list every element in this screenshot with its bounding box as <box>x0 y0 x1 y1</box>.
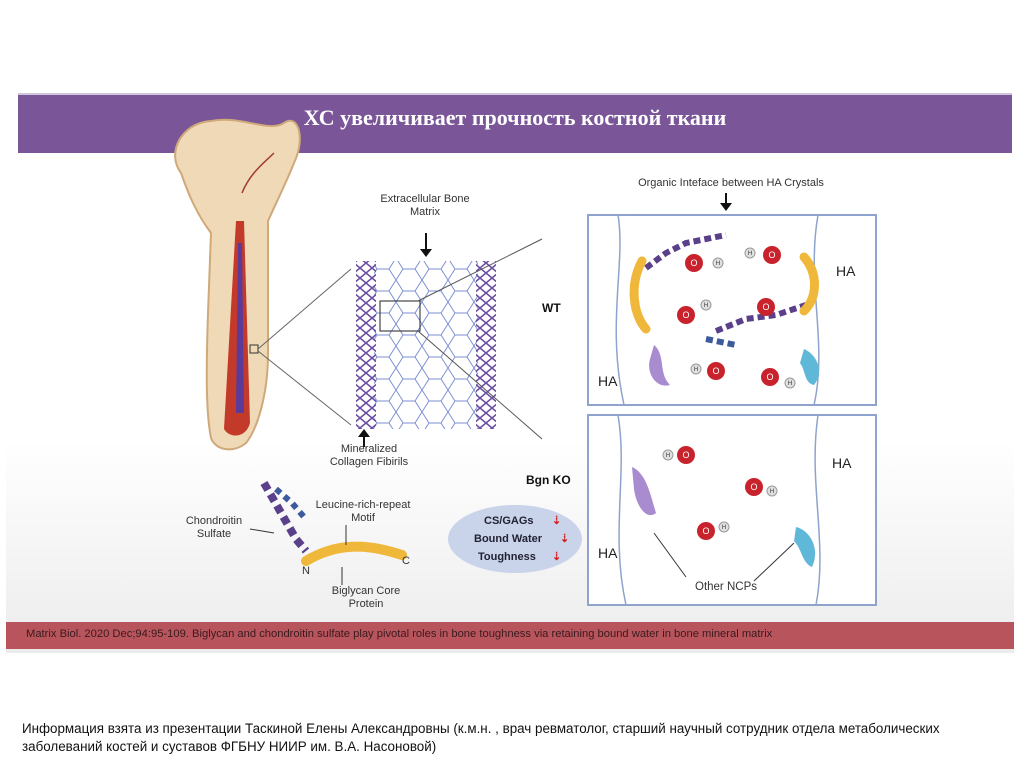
water-hydrogen-label: H <box>788 381 792 387</box>
lrr-motif-label: Leucine-rich-repeat Motif <box>315 499 411 524</box>
water-molecules-ko: O O O H H H <box>662 446 778 540</box>
slide: ХС увеличивает прочность костной ткани <box>6 93 1014 653</box>
c-terminus-label: C <box>402 555 410 567</box>
citation-text: Matrix Biol. 2020 Dec;94:95-109. Biglyca… <box>26 628 773 640</box>
water-oxygen-label: O <box>690 258 697 268</box>
extracellular-matrix-label: Extracellular Bone Matrix <box>380 193 470 218</box>
biglycan-schematic <box>249 481 407 585</box>
n-terminus-label: N <box>302 565 310 577</box>
wt-label: WT <box>542 301 561 315</box>
extracellular-matrix-panel <box>356 233 543 447</box>
organic-interface-label: Organic Inteface between HA Crystals <box>638 177 824 189</box>
decrease-arrow-icon: ⇣ <box>552 515 562 527</box>
femur-bone-illustration <box>174 118 352 451</box>
biglycan-core-label: Biglycan Core Protein <box>331 585 401 610</box>
footnote-source: Информация взята из презентации Таскиной… <box>22 721 940 754</box>
decrease-arrow-icon: ⇣ <box>560 533 570 545</box>
water-hydrogen-label: H <box>716 261 720 267</box>
summary-oval: CS/GAGs Bound Water Toughness ⇣ ⇣ ⇣ <box>448 505 582 573</box>
bgn-ko-label: Bgn KO <box>526 473 571 487</box>
figure-diagram: O O O O O O H H H H H O O O H H H <box>174 118 877 606</box>
ha-label-ko-left: HA <box>598 545 618 561</box>
water-hydrogen-label: H <box>748 251 752 257</box>
water-oxygen-label: O <box>750 482 757 492</box>
summary-bound-water: Bound Water <box>474 533 543 545</box>
ha-label-wt-right: HA <box>836 263 856 279</box>
water-hydrogen-label: H <box>694 367 698 373</box>
water-oxygen-label: O <box>682 450 689 460</box>
other-ncps-label: Other NCPs <box>695 581 757 593</box>
citation-bar: Matrix Biol. 2020 Dec;94:95-109. Biglyca… <box>6 622 1014 649</box>
slide-title: ХС увеличивает прочность костной ткани <box>303 105 727 130</box>
water-hydrogen-label: H <box>704 303 708 309</box>
bgn-ko-panel: O O O H H H <box>587 414 877 606</box>
ha-label-ko-right: HA <box>832 455 852 471</box>
mineralized-fibrils-label: Mineralized Collagen Fibirils <box>329 443 409 468</box>
water-oxygen-label: O <box>702 526 709 536</box>
decrease-arrow-icon: ⇣ <box>552 551 562 563</box>
chondroitin-sulfate-label: Chondroitin Sulfate <box>185 515 243 540</box>
summary-toughness: Toughness <box>478 551 536 563</box>
water-oxygen-label: O <box>712 366 719 376</box>
summary-cs-gags: CS/GAGs <box>484 515 534 527</box>
water-molecules-wt: O O O O O O H H H H H <box>677 246 796 389</box>
water-oxygen-label: O <box>768 250 775 260</box>
water-hydrogen-label: H <box>722 525 726 531</box>
water-hydrogen-label: H <box>666 453 670 459</box>
water-oxygen-label: O <box>766 372 773 382</box>
wt-panel: O O O O O O H H H H H <box>587 192 877 406</box>
ha-label-wt-left: HA <box>598 373 618 389</box>
water-oxygen-label: O <box>682 310 689 320</box>
water-hydrogen-label: H <box>770 489 774 495</box>
water-oxygen-label: O <box>762 302 769 312</box>
